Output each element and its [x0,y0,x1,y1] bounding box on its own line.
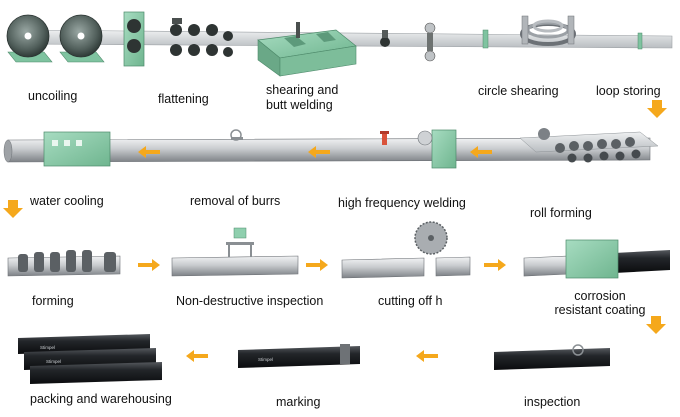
water-cooling-machine [43,131,111,167]
label-uncoiling: uncoiling [28,89,78,103]
pipe-marking-text-2: Stimpel [46,359,61,364]
arrow-right-icon [138,259,160,271]
label-circle-shearing: circle shearing [478,84,559,98]
deburring-tool [230,129,243,141]
label-marking: marking [276,395,321,409]
arrow-left-icon [186,350,208,362]
flattening-machine [123,11,233,67]
label-corrosion-line2: resistant coating [554,303,646,317]
label-water-cooling: water cooling [30,194,104,208]
label-roll-forming: roll forming [530,206,592,220]
pipe-cutting [341,221,471,279]
arrow-left-icon [470,146,492,158]
loop-storing-machine [520,15,643,50]
label-loop-storing: loop storing [596,84,661,98]
label-packing: packing and warehousing [30,392,172,406]
label-forming: forming [32,294,74,308]
label-cutting-off: cutting off h [378,294,443,308]
arrow-down-icon [647,100,667,118]
pipe-inspection [494,344,610,370]
label-shearing-line1: shearing and [266,83,339,97]
circle-shearing-machine [482,29,489,49]
arrow-left-icon [308,146,330,158]
arrow-down-icon [646,316,666,334]
arrow-right-icon [484,259,506,271]
label-shearing-line2: butt welding [266,98,333,112]
forming-machine [18,250,116,272]
label-removal-of-burrs: removal of burrs [190,194,281,208]
arrow-down-icon [3,200,23,218]
label-ndt: Non-destructive inspection [176,294,324,308]
hf-welding-machine [380,129,457,169]
roll-forming-machine [519,128,659,163]
label-inspection: inspection [524,395,581,409]
pipe-marking-text-1: Stimpel [40,345,55,350]
pipe-coating [523,239,670,279]
label-corrosion-line1: corrosion [574,289,626,303]
pipe-marking [238,344,360,368]
label-flattening: flattening [158,92,209,106]
pipe-packing-stack [18,334,162,384]
arrow-left-icon [416,350,438,362]
arrow-right-icon [306,259,328,271]
arrow-left-icon [138,146,160,158]
pipe-ndt [171,227,299,277]
guide-roll-stand [380,22,436,62]
pipe-marking-text-3: Stimpel [258,357,273,362]
shearing-welding-machine [257,22,357,77]
label-hf-welding: high frequency welding [338,196,466,210]
uncoiler-machine [6,14,105,63]
